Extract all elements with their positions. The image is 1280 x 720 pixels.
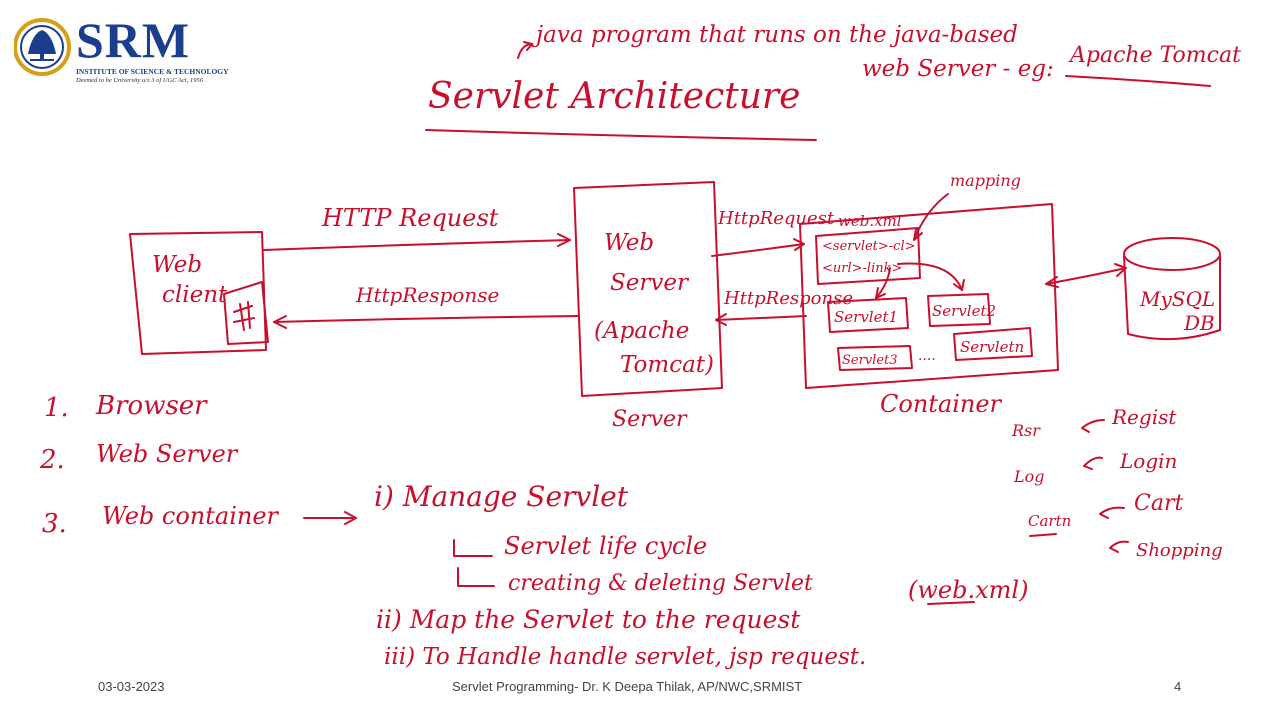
footer-page-number: 4 (1174, 679, 1182, 694)
webxml-line-2: <url>-link> (822, 261, 902, 276)
http-request-label: HTTP Request (321, 204, 499, 232)
list-item-3-text: Web container (102, 502, 280, 530)
request-to-container-arrow (711, 243, 805, 257)
servlet2-label: Servlet2 (932, 302, 996, 320)
server-caption: Server (612, 407, 688, 432)
container-box (799, 203, 1059, 389)
servletn-label: Servletn (960, 338, 1024, 356)
mapping-arrowhead (913, 228, 923, 241)
server-line-3: (Apache (594, 318, 689, 344)
web-server-box (573, 181, 723, 397)
logo-tagline: Deemed to be University u/s 3 of UGC Act… (76, 77, 203, 84)
duty-1b-bullet (457, 567, 495, 587)
slide-title: Servlet Architecture (428, 76, 800, 117)
duty-1a: Servlet life cycle (504, 532, 707, 560)
webxml-underline (927, 601, 975, 605)
webxml-box (815, 227, 921, 285)
list-item-2-text: Web Server (96, 440, 239, 468)
footer-title: Servlet Programming- Dr. K Deepa Thilak,… (452, 679, 803, 694)
response-from-container-label: HttpResponse (723, 288, 853, 309)
response-from-container-arrowhead (715, 313, 727, 326)
map-to-servlet1-arrowhead (875, 287, 886, 299)
side-note-4-full: Shopping (1136, 540, 1223, 561)
request-to-container-arrowhead (793, 238, 805, 251)
side-note-1-short: Rsr (1011, 421, 1041, 440)
map-to-servlet2-arrowhead (953, 279, 965, 291)
duty-1: i) Manage Servlet (374, 480, 629, 513)
response-from-container-arrow (715, 315, 807, 321)
logo-wordmark: SRM (76, 12, 191, 68)
side-note-3-full: Cart (1134, 491, 1183, 516)
http-response-arrow (273, 315, 579, 323)
db-top (1123, 237, 1221, 271)
servlet3-box (837, 345, 913, 371)
example-underline (1065, 75, 1211, 87)
side-note-3-underline (1029, 533, 1057, 537)
map-to-servlet1-arrow (875, 267, 891, 299)
duty-1b: creating & deleting Servlet (508, 571, 813, 596)
title-underline (425, 129, 817, 141)
webxml-label: web.xml (838, 212, 902, 230)
side-note-2-arrow (1083, 456, 1103, 470)
list-item-1-number: 1. (44, 393, 69, 423)
side-note-1-full: Regist (1111, 405, 1177, 429)
duty-2-note: (web.xml) (908, 576, 1028, 604)
logo-subtitle: INSTITUTE OF SCIENCE & TECHNOLOGY (76, 67, 229, 76)
servlet-ellipsis: .... (918, 348, 936, 364)
mapping-arrow (913, 193, 949, 241)
note-line-1: java program that runs on the java-based (531, 22, 1018, 48)
note-line-2-prefix: web Server - eg: (862, 56, 1054, 82)
list-item-1-text: Browser (95, 391, 208, 421)
http-response-label: HttpResponse (355, 283, 499, 307)
request-to-container-label: HttpRequest (717, 208, 835, 229)
db-label-2: DB (1183, 311, 1215, 335)
note-arrow-head (523, 41, 533, 51)
servlet3-label: Servlet3 (842, 353, 898, 368)
srm-logo: SRM INSTITUTE OF SCIENCE & TECHNOLOGY De… (14, 14, 229, 92)
side-note-2-short: Log (1013, 467, 1045, 486)
duty-1a-bullet (453, 539, 493, 557)
note-line-2-example: Apache Tomcat (1068, 43, 1241, 68)
srm-emblem-icon (14, 18, 71, 76)
servlet1-box (827, 297, 909, 333)
map-to-servlet2-arrow (897, 262, 963, 291)
container-caption: Container (880, 390, 1003, 418)
db-body (1123, 255, 1221, 341)
side-note-2-full: Login (1119, 449, 1177, 473)
http-request-arrow (263, 239, 571, 251)
server-line-1: Web (604, 230, 654, 256)
browser-grid-icon (233, 301, 255, 331)
list-item-2-number: 2. (39, 445, 65, 475)
db-link-arrow (1045, 267, 1127, 285)
http-request-arrowhead (557, 233, 571, 247)
container-duties-arrowhead (344, 511, 357, 525)
web-client-box (129, 231, 267, 355)
servletn-box (953, 327, 1033, 361)
servlet1-label: Servlet1 (834, 308, 898, 326)
webxml-line-1: <servlet>-cl> (822, 239, 916, 254)
footer-date: 03-03-2023 (98, 679, 165, 694)
side-note-3-arrow (1099, 506, 1125, 519)
mapping-label: mapping (950, 171, 1021, 190)
duty-3: iii) To Handle handle servlet, jsp reque… (384, 644, 866, 670)
side-note-3-short: Cartn (1028, 512, 1071, 530)
list-item-3-number: 3. (42, 509, 67, 539)
db-label-1: MySQL (1139, 287, 1215, 311)
side-note-4-arrow (1109, 540, 1129, 553)
client-label-client: client (162, 282, 228, 308)
duty-2: ii) Map the Servlet to the request (376, 605, 801, 634)
server-line-2: Server (610, 270, 690, 296)
browser-window-icon (223, 281, 269, 345)
servlet2-box (927, 293, 991, 327)
http-response-arrowhead (273, 315, 287, 329)
side-note-1-arrow (1081, 419, 1105, 433)
db-link-arrowhead-left (1045, 276, 1059, 288)
server-line-4: Tomcat) (620, 352, 714, 378)
client-label-web: Web (152, 252, 202, 278)
